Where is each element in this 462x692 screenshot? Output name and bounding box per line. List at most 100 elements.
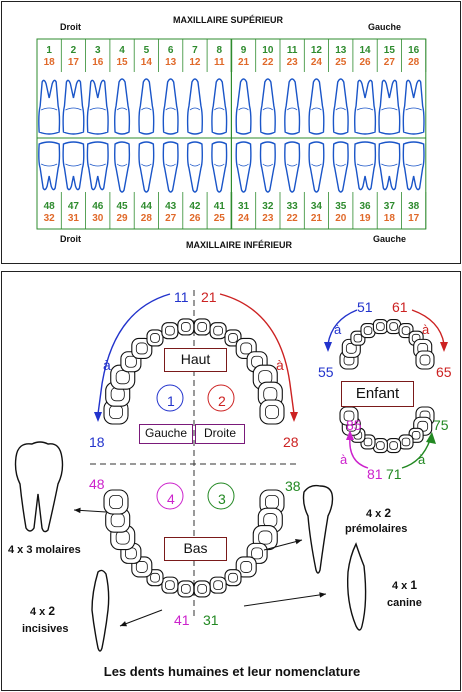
arch-drawings [14, 290, 448, 652]
lower-number-fdi: 44 [141, 201, 153, 212]
lower-number-fdi: 38 [408, 201, 420, 212]
child-tooth-55: 55 [318, 364, 334, 380]
haut-label: Haut [164, 348, 227, 372]
upper-arch-tooth-cusp [135, 342, 148, 355]
arrow-label-q1: à [103, 357, 111, 373]
upper-tooth-outline [284, 78, 301, 135]
tooth-number-41: 41 [174, 612, 190, 628]
child-upper-tooth-cusp [353, 333, 363, 343]
child-lower-tooth-cusp [343, 410, 355, 422]
child-upper-tooth-cusp [376, 322, 385, 331]
upper-arch-tooth-cusp [124, 355, 137, 368]
incisor-illustration [91, 569, 110, 652]
canine-word: canine [387, 597, 422, 609]
lower-number-fdi: 42 [189, 201, 201, 212]
enfant-label: Enfant [341, 381, 414, 407]
lower-number-universal: 18 [384, 213, 396, 224]
lower-number-fdi: 35 [335, 201, 347, 212]
lower-tooth-neckline [116, 163, 128, 167]
lower-number-universal: 21 [311, 213, 323, 224]
lower-tooth-outline [138, 141, 155, 193]
child-tooth-51: 51 [357, 299, 373, 315]
lower-number-universal: 29 [116, 213, 128, 224]
upper-arch-tooth [177, 318, 195, 336]
arrow-quadrant-1 [97, 293, 171, 415]
premolar-pointer-head [295, 539, 302, 545]
quadrant-3-number: 3 [218, 491, 226, 507]
lower-number-universal: 19 [359, 213, 371, 224]
upper-number-universal: 2 [71, 45, 77, 56]
lower-arch-tooth-cusp [181, 584, 191, 594]
lower-jaw-title: MAXILLAIRE INFÉRIEUR [186, 240, 293, 250]
upper-arch-tooth-cusp [115, 370, 130, 385]
lower-tooth-outline [186, 141, 203, 193]
lower-number-fdi: 34 [311, 201, 323, 212]
upper-tooth-outline [378, 79, 401, 135]
lower-arch-tooth-cusp [197, 584, 207, 594]
lower-arch-tooth-cusp [165, 580, 175, 590]
upper-number-universal: 14 [359, 45, 371, 56]
lower-tooth-neckline [405, 163, 422, 167]
upper-tooth-neckline [116, 107, 128, 111]
lower-number-fdi: 46 [92, 201, 104, 212]
upper-tooth-outline [186, 78, 203, 135]
upper-tooth-neckline [356, 107, 374, 111]
lower-number-fdi: 36 [359, 201, 371, 212]
lower-number-fdi: 33 [287, 201, 299, 212]
child-tooth-65: 65 [436, 364, 452, 380]
lower-arch-tooth [193, 580, 211, 598]
child-arrow-label-q5: à [334, 322, 342, 337]
quadrant-circle [156, 384, 184, 412]
lower-number-fdi: 37 [384, 201, 396, 212]
lower-arch-tooth [209, 576, 227, 594]
upper-number-universal: 5 [144, 45, 150, 56]
quadrant-circle [156, 482, 184, 510]
lower-arch-tooth [177, 580, 195, 598]
upper-number-fdi: 11 [214, 57, 225, 68]
upper-number-fdi: 17 [68, 57, 80, 68]
child-arrow-label-q6: à [422, 322, 430, 337]
lower-number-universal: 24 [238, 213, 250, 224]
upper-tooth-outline [332, 78, 349, 135]
child-arrow-q6-head [440, 342, 448, 352]
lower-tooth-neckline [214, 163, 225, 167]
upper-number-universal: 12 [311, 45, 323, 56]
upper-number-universal: 1 [46, 45, 52, 56]
lower-tooth-neckline [141, 163, 152, 167]
lower-tooth-neckline [65, 163, 82, 167]
upper-arch-tooth [209, 322, 227, 340]
child-arrow-q6 [411, 309, 445, 345]
child-lower-tooth [386, 437, 402, 454]
lower-arch-tooth [103, 489, 129, 515]
child-arrow-label-q7: à [418, 452, 426, 467]
child-arrow-q7 [401, 439, 431, 469]
upper-tooth-neckline [141, 107, 152, 111]
upper-number-universal: 4 [119, 45, 125, 56]
incisor-pointer-head [120, 621, 127, 627]
upper-number-universal: 11 [287, 45, 298, 56]
upper-tooth-neckline [311, 107, 322, 111]
upper-arch-tooth [146, 329, 164, 347]
incisor-pointer [119, 609, 163, 627]
upper-number-universal: 13 [335, 45, 347, 56]
lower-number-universal: 25 [214, 213, 226, 224]
upper-number-fdi: 28 [408, 57, 420, 68]
tooth-number-21: 21 [201, 289, 217, 305]
upper-number-fdi: 14 [141, 57, 153, 68]
child-upper-tooth [415, 350, 435, 370]
lower-tooth-outline [235, 141, 252, 193]
upper-number-fdi: 25 [335, 57, 347, 68]
upper-jaw-title: MAXILLAIRE SUPÉRIEUR [173, 15, 284, 25]
lower-tooth-neckline [238, 163, 249, 167]
lower-arch-tooth-cusp [240, 561, 253, 573]
child-upper-tooth [372, 318, 388, 335]
premolar-illustration [302, 484, 334, 574]
premolaires-word: prémolaires [345, 523, 407, 535]
upper-number-fdi: 16 [92, 57, 104, 68]
tooth-number-31: 31 [203, 612, 219, 628]
lower-arch-tooth-cusp [258, 530, 273, 545]
lower-number-fdi: 31 [238, 201, 250, 212]
lower-tooth-neckline [89, 163, 106, 167]
upper-arch-tooth [131, 337, 153, 360]
upper-number-fdi: 22 [262, 57, 274, 68]
